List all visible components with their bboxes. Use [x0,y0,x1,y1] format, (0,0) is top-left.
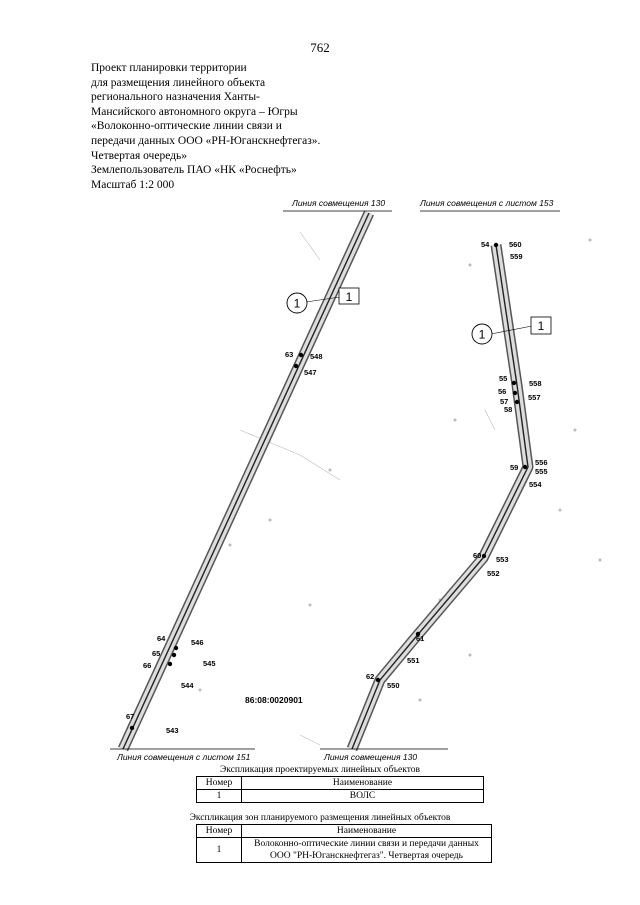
scale-line: Масштаб 1:2 000 [91,178,175,191]
point-label: 557 [528,393,541,402]
table-header: Номер [196,776,242,790]
title-line: Четвертая очередь» [91,149,187,162]
title-line: для размещения линейного объекта [91,76,266,89]
point-label: 60 [473,551,481,560]
table-row: 1 Волоконно-оптические линии связи и пер… [196,837,492,863]
point-label: 551 [407,656,420,665]
point-label: 61 [416,634,424,643]
point-label: 63 [285,350,293,359]
match-line-label: Линия совмещения 130 [323,752,417,762]
zone-marker-right: 1 1 [471,316,552,345]
point-label: 57 [500,397,508,406]
point-label: 550 [387,681,400,690]
point-label: 66 [143,661,151,670]
match-line-label: Линия совмещения с листом 153 [419,198,554,208]
zone-marker-number: 1 [538,319,545,333]
zones-table: Номер Наименование 1 Волоконно-оптически… [196,824,492,863]
route-point [375,677,381,683]
route-point [493,242,499,248]
table-header: Наименование [241,776,484,790]
table-header: Наименование [241,824,492,838]
route-point [514,399,520,405]
title-line: регионального назначения Ханты- [91,91,260,104]
background-texture [198,231,602,746]
point-label: 543 [166,726,179,735]
point-label: 547 [304,368,317,377]
point-label: 545 [203,659,216,668]
point-label: 554 [529,480,542,489]
point-label: 560 [509,240,522,249]
route-point [415,631,421,637]
point-label: 555 [535,467,548,476]
route-point [511,380,517,386]
table-cell-line: ООО "РН-Юганскнефтегаз". Четвертая очере… [270,851,463,861]
linear-objects-table: Номер Наименование 1 ВОЛС [196,776,484,803]
title-line: передачи данных ООО «РН-Юганскнефтегаз». [91,134,321,147]
point-label: 62 [366,672,374,681]
left-route-points [129,352,304,731]
route-point [298,352,304,358]
land-user-line: Землепользователь ПАО «НК «Роснефть» [91,164,297,177]
page-number: 762 [310,40,330,55]
point-label: 55 [499,374,507,383]
table-cell: 1 [196,837,242,863]
zone-marker-number: 1 [294,297,301,311]
table-cell: 1 [196,789,242,803]
point-label: 552 [487,569,500,578]
point-label: 64 [157,634,166,643]
point-label: 56 [498,387,506,396]
route-point [129,725,135,731]
table-cell-line: Волоконно-оптические линии связи и перед… [254,839,479,849]
title-line: «Волоконно-оптические линии связи и [91,120,282,133]
route-point [173,645,179,651]
cadastral-number: 86:08:0020901 [245,695,303,705]
title-line: Мансийского автономного округа – Югры [91,105,298,118]
right-route-points [375,242,528,683]
table-header: Номер [196,824,242,838]
title-line: Проект планировки территории [91,62,247,74]
point-label: 556 [535,458,548,467]
table-cell: ВОЛС [241,789,484,803]
right-route-corridor [346,244,534,752]
point-label: 67 [126,712,134,721]
route-point [167,661,173,667]
zone-marker-number: 1 [479,328,486,342]
zone-marker-left: 1 1 [286,287,360,314]
route-map: Линия совмещения 130 Линия совмещения с … [110,198,602,762]
route-point [522,464,528,470]
point-label: 559 [510,252,523,261]
point-label: 548 [310,352,323,361]
point-label: 58 [504,405,512,414]
route-point [171,652,177,658]
match-line-label: Линия совмещения 130 [291,198,385,208]
route-point [512,390,518,396]
left-route-corridor [118,210,374,752]
point-label: 558 [529,379,542,388]
route-point [481,553,487,559]
match-lines [110,210,560,750]
title-block: Проект планировки территории для размеще… [91,61,391,192]
point-label: 59 [510,463,518,472]
match-line-label: Линия совмещения с листом 151 [116,752,251,762]
point-label: 54 [481,240,490,249]
table-cell: Волоконно-оптические линии связи и перед… [241,837,492,863]
point-label: 65 [152,649,160,658]
point-label: 546 [191,638,204,647]
point-label: 553 [496,555,509,564]
table2-caption: Экспликация зон планируемого размещения … [189,813,451,823]
table-row: 1 ВОЛС [196,789,484,803]
zone-marker-number: 1 [346,290,353,304]
point-label: 544 [181,681,194,690]
route-point [293,363,299,369]
table1-caption: Экспликация проектируемых линейных объек… [219,765,421,775]
